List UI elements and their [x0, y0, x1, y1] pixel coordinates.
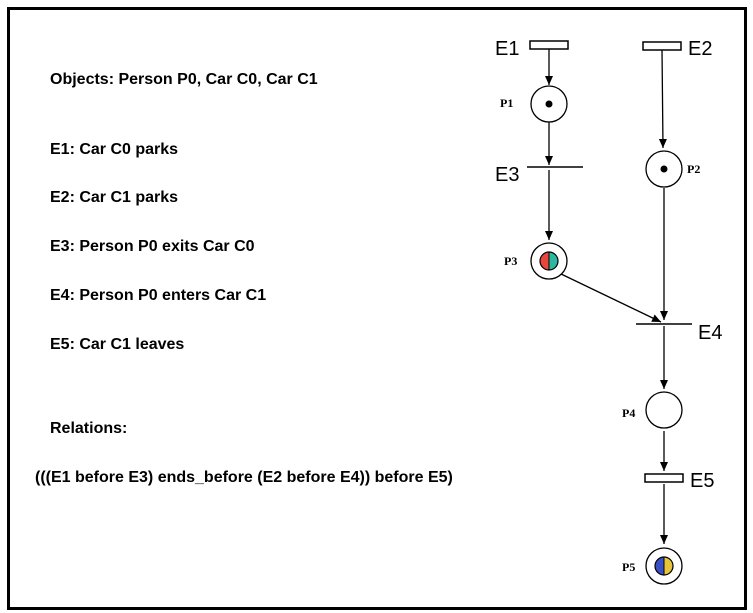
transition-e5: [644, 473, 684, 483]
place-p4: [645, 391, 683, 429]
transitions: [527, 40, 692, 483]
arcs: [545, 48, 668, 544]
label-e2: E2: [688, 38, 712, 60]
transition-e2: [642, 41, 682, 51]
place-p5: [645, 547, 683, 585]
token-p1: [545, 100, 553, 108]
transition-e1: [529, 40, 569, 50]
relations-expression: (((E1 before E3) ends_before (E2 before …: [35, 469, 453, 486]
diagram-frame: [7, 7, 747, 610]
place-p3: [530, 242, 568, 280]
label-p3: P3: [504, 254, 517, 268]
event-e1-description: E1: Car C0 parks: [50, 141, 179, 158]
place-p2: [645, 150, 683, 188]
label-p5: P5: [622, 560, 635, 574]
place-p1: [530, 85, 568, 123]
label-e1: E1: [495, 38, 519, 60]
arc-p3-to-e4: [558, 272, 662, 323]
event-e5-description: E5: Car C1 leaves: [50, 336, 185, 353]
token-p2: [660, 165, 668, 173]
label-e5: E5: [690, 470, 714, 492]
token-p3: [540, 252, 558, 270]
relations-heading: Relations:: [50, 420, 128, 437]
label-e4: E4: [698, 322, 722, 344]
event-e4-description: E4: Person P0 enters Car C1: [50, 287, 267, 304]
arc-e2-to-p2: [658, 48, 667, 149]
label-p4: P4: [622, 406, 635, 420]
token-p5: [655, 557, 673, 575]
label-e3: E3: [495, 164, 519, 186]
event-e3-description: E3: Person P0 exits Car C0: [50, 238, 255, 255]
objects-line: Objects: Person P0, Car C0, Car C1: [50, 71, 318, 88]
event-e2-description: E2: Car C1 parks: [50, 189, 179, 206]
label-p1: P1: [500, 96, 513, 110]
label-p2: P2: [687, 162, 700, 176]
